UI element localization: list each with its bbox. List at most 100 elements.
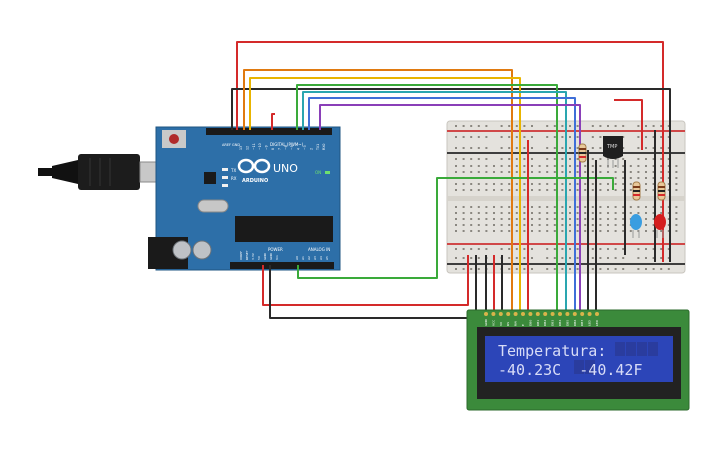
wires — [231, 41, 671, 319]
lcd-pin — [558, 312, 562, 316]
lcd-pin — [484, 312, 488, 316]
digital-pin-label: ~10 — [258, 143, 262, 150]
digital-pin-label: 13 — [239, 146, 243, 150]
digital-pin-label: 2 — [309, 148, 313, 150]
lcd-pin-label: V0 — [499, 322, 503, 326]
lcd-pin-label: DB7 — [580, 320, 584, 326]
digital-pin-label: ~9 — [265, 145, 269, 150]
led-blue — [630, 214, 642, 238]
arduino-uno-board: TX RX ARDUINO UNO ON DIGITAL (PWM~) POWE… — [148, 126, 341, 271]
lcd-pin — [528, 312, 533, 316]
resistor-3 — [657, 181, 666, 201]
digital-pin-label: 4 — [297, 148, 301, 150]
brand-label: ARDUINO — [242, 178, 268, 184]
wire-green-top — [296, 84, 558, 312]
power-pin-label: IOREF — [239, 251, 243, 260]
lcd-pin-label: LED — [595, 319, 599, 326]
wire-orange-1 — [243, 69, 513, 312]
power-pin-label: 3.3V — [251, 252, 255, 260]
wire-red-5v — [262, 255, 469, 306]
wire-green-a0 — [297, 177, 614, 279]
digital-pin-label: 8 — [271, 148, 275, 150]
lcd-pin-label: RW — [514, 321, 518, 326]
lcd-pin-label: RS — [506, 322, 510, 326]
lcd-pin-label: LED — [588, 319, 592, 326]
usb-cable — [38, 154, 163, 190]
power-header-label: POWER — [268, 247, 283, 252]
analog-pin-label: A0 — [295, 256, 299, 260]
resistor-1 — [578, 143, 587, 163]
power-pin-label: RESET — [245, 250, 249, 260]
crystal — [197, 199, 229, 213]
wire-blue-1 — [308, 97, 576, 312]
analog-pin-label: A3 — [313, 256, 317, 260]
arduino-logo-icon — [237, 158, 271, 174]
atmega-chip — [235, 216, 333, 242]
lcd-pin — [543, 312, 548, 316]
wire-black-gnd — [269, 255, 477, 319]
lcd-pin — [587, 312, 592, 316]
lcd-pin-label: DB4 — [558, 320, 562, 326]
bottom-header — [230, 262, 334, 269]
lcd-pin — [580, 312, 585, 316]
wire-red-led — [614, 99, 643, 150]
sensor-label: TMP — [606, 144, 617, 150]
digital-pin-label: RX0 — [322, 144, 326, 150]
digital-pin-label: 12 — [245, 146, 249, 150]
analog-header-label: ANALOG IN — [308, 247, 330, 252]
lcd-pin-label: GND — [484, 318, 488, 326]
power-pin-label: Vin — [275, 255, 279, 260]
capacitor-1 — [172, 240, 192, 260]
led-red — [654, 214, 666, 238]
lcd-pin-label: DB6 — [573, 320, 577, 326]
aref-label: AREF — [222, 143, 231, 147]
power-pin-label: GND — [263, 252, 267, 260]
power-pin-label: 5V — [257, 255, 261, 260]
digital-pin-label: TX1 — [316, 144, 320, 151]
lcd-pin-label: DB5 — [565, 320, 569, 326]
resistor-2 — [632, 181, 641, 201]
digital-header — [206, 128, 332, 135]
lcd-pin — [595, 312, 599, 316]
lcd-pin — [565, 312, 570, 316]
wire-purple-1 — [319, 104, 581, 312]
lcd-line-1: Temperatura: — [498, 342, 606, 360]
wire-yellow-1 — [249, 77, 521, 312]
power-pin-label: GND — [269, 252, 273, 260]
lcd-pin-label: E — [521, 324, 525, 326]
on-label: ON — [315, 170, 321, 175]
wire-red-2 — [271, 113, 275, 130]
lcd-pin — [506, 312, 511, 316]
lcd-pin — [498, 312, 503, 316]
analog-pin-label: A1 — [301, 256, 305, 260]
lcd-pin — [535, 312, 540, 316]
lcd-pin — [572, 312, 577, 316]
tx-label: TX — [230, 168, 236, 173]
temperature-sensor: TMP — [603, 136, 623, 168]
power-led — [325, 171, 330, 174]
digital-pin-label: 7 — [277, 148, 281, 150]
lcd-pin-label: DB1 — [536, 320, 540, 326]
lcd-pin — [513, 312, 518, 316]
lcd-pin-label: DB0 — [528, 320, 532, 326]
gnd-label: GND — [232, 143, 240, 147]
lcd-pin-label: DB3 — [551, 320, 555, 326]
digital-pin-label: ~5 — [290, 145, 294, 150]
wire-teal-1 — [302, 91, 567, 312]
wire-black-top — [231, 88, 671, 262]
digital-pin-label: ~3 — [303, 145, 307, 150]
analog-pin-label: A4 — [319, 256, 323, 260]
reset-button[interactable] — [169, 134, 179, 144]
lcd-pin-label: DB2 — [543, 320, 547, 326]
lcd-pin — [491, 312, 496, 316]
digital-pin-label: ~6 — [284, 145, 288, 150]
lcd-pin — [550, 312, 555, 316]
rx-label: RX — [231, 176, 237, 181]
usb-chip — [204, 172, 216, 184]
digital-pin-label: ~11 — [252, 143, 256, 150]
